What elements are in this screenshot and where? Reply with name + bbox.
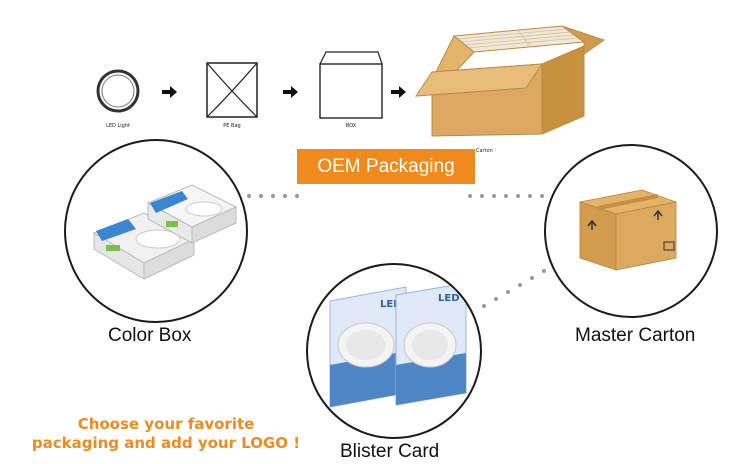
blister-card-label: Blister Card <box>340 441 440 462</box>
master-carton-circle <box>544 144 718 318</box>
promo-line-1: Choose your favorite <box>77 415 255 433</box>
blister-brand-text-1: LED <box>380 299 402 310</box>
pe-bag-caption: PE Bag <box>223 123 241 129</box>
arrow-right-icon <box>162 86 177 98</box>
pe-bag-icon <box>206 62 258 118</box>
oem-packaging-banner: OEM Packaging <box>297 149 475 184</box>
open-carton-icon <box>415 25 606 137</box>
dotted-connector-right <box>468 194 544 198</box>
arrow-right-icon <box>391 86 406 98</box>
master-carton-image <box>578 189 678 271</box>
led-light-icon <box>96 69 140 113</box>
blister-card-circle: LED LED <box>306 263 482 439</box>
carton-caption: Carton <box>476 148 493 154</box>
dotted-connector-left <box>247 194 299 198</box>
color-box-circle <box>64 139 248 323</box>
dotted-connector-bottom <box>482 269 546 308</box>
blister-brand-text-2: LED <box>438 293 460 304</box>
master-carton-label: Master Carton <box>575 325 696 346</box>
led-light-caption: LED Light <box>106 123 130 129</box>
color-box-image <box>92 184 238 280</box>
blister-card-image: LED LED <box>329 282 467 408</box>
color-box-label: Color Box <box>108 325 192 346</box>
box-caption: BOX <box>345 123 357 129</box>
promo-line-2: packaging and add your LOGO ! <box>31 434 301 452</box>
arrow-right-icon <box>283 86 298 98</box>
box-icon <box>319 51 383 119</box>
